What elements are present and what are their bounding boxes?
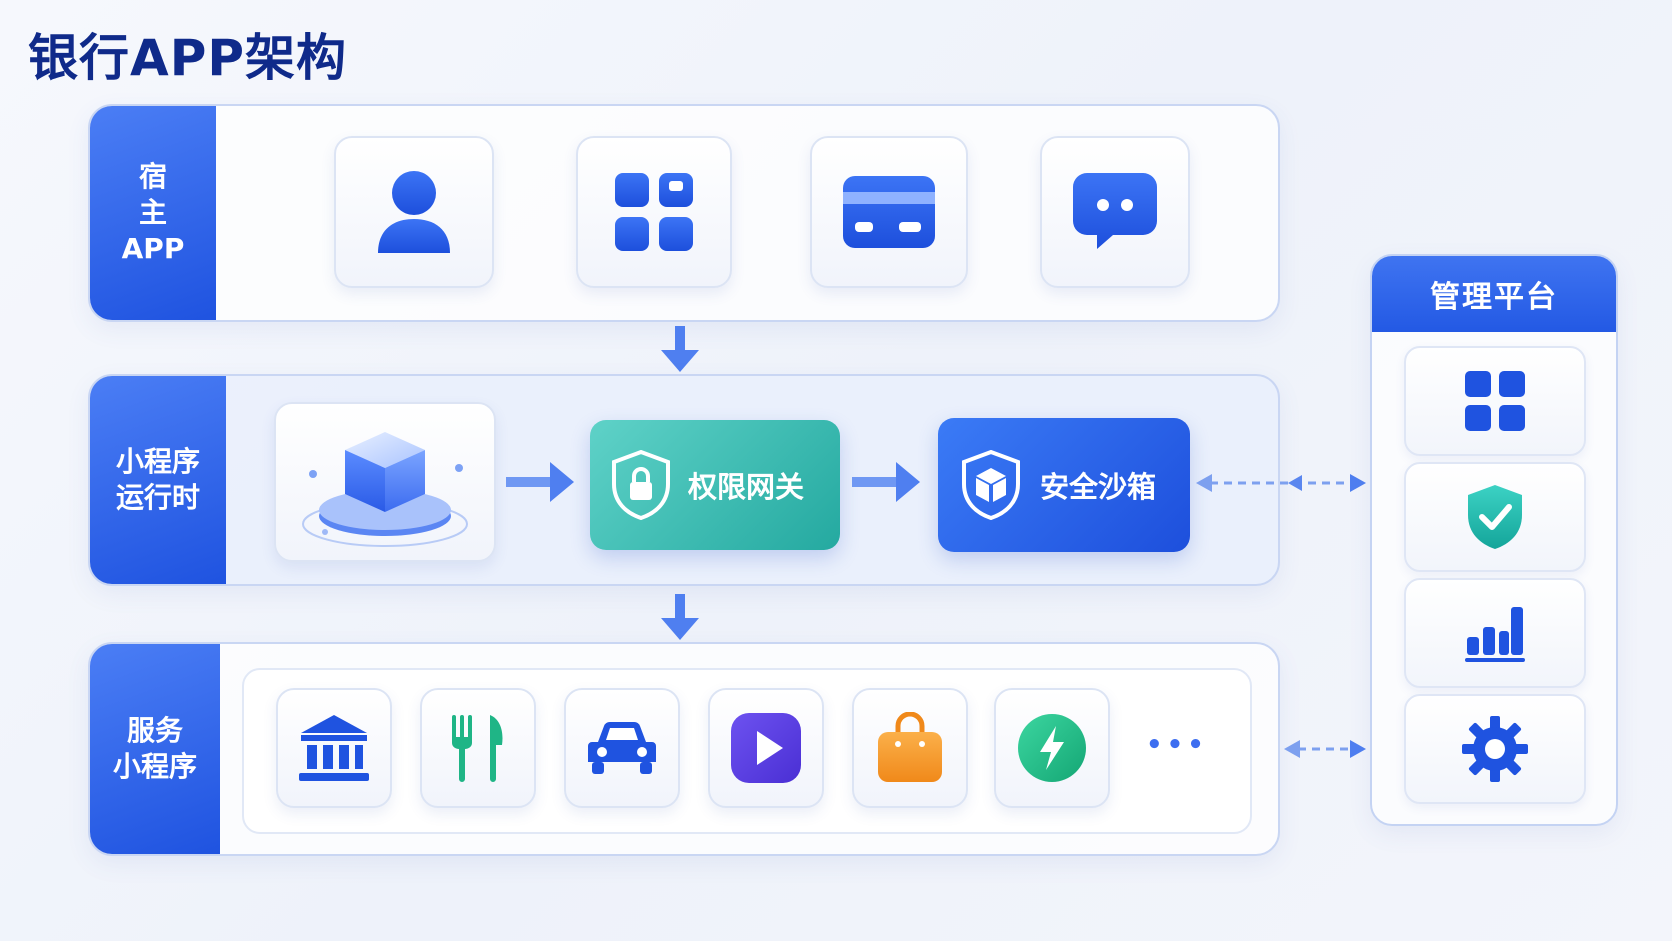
food-tile[interactable]	[420, 688, 536, 808]
car-tile[interactable]	[564, 688, 680, 808]
chat-tile[interactable]	[1040, 136, 1190, 288]
service-tag: 服务 小程序	[90, 644, 220, 854]
page-title: 银行APP架构	[28, 29, 347, 87]
management-title: 管理平台	[1372, 256, 1616, 332]
host-app-tag: 宿 主 APP	[90, 106, 216, 320]
tag-line: APP	[121, 232, 185, 265]
bidirectional-arrow-icon	[1284, 740, 1366, 758]
security-sandbox[interactable]: 安全沙箱	[938, 418, 1190, 552]
mgmt-security-cell[interactable]	[1404, 462, 1586, 572]
tag-line: 宿	[138, 160, 167, 193]
gear-icon	[1462, 716, 1528, 782]
mgmt-apps-cell[interactable]	[1404, 346, 1586, 456]
runtime-engine-tile[interactable]	[274, 402, 496, 562]
user-tile[interactable]	[334, 136, 494, 288]
tag-line: 运行时	[115, 481, 200, 514]
arrow-right-icon	[852, 462, 920, 502]
permission-gateway[interactable]: 权限网关	[590, 420, 840, 550]
tag-line: 小程序	[112, 750, 197, 783]
runtime-layer: 小程序 运行时 权限网关	[88, 374, 1280, 586]
service-layer: 服务 小程序	[88, 642, 1280, 856]
tag-line: 小程序	[115, 445, 200, 478]
shopping-tile[interactable]	[852, 688, 968, 808]
lightning-icon	[1018, 714, 1086, 782]
bank-icon	[299, 715, 369, 781]
car-icon	[588, 721, 656, 774]
apps-grid-icon	[615, 173, 693, 251]
bar-chart-icon	[1465, 607, 1525, 662]
tag-line: 主	[138, 196, 167, 229]
user-icon	[378, 171, 450, 253]
chat-bubble-icon	[1073, 173, 1157, 249]
card-tile[interactable]	[810, 136, 968, 288]
cube-shield-icon	[962, 450, 1020, 520]
cube-platform-icon	[302, 432, 468, 547]
bidirectional-arrow-icon	[1196, 474, 1366, 492]
mgmt-settings-cell[interactable]	[1404, 694, 1586, 804]
arrow-down-icon	[661, 594, 699, 640]
host-app-layer: 宿 主 APP	[88, 104, 1280, 322]
energy-tile[interactable]	[994, 688, 1110, 808]
tag-line: 服务	[126, 714, 183, 747]
management-platform: 管理平台	[1370, 254, 1618, 826]
apps-grid-icon	[1465, 371, 1525, 431]
gateway-label: 权限网关	[688, 470, 805, 504]
video-tile[interactable]	[708, 688, 824, 808]
fork-knife-icon	[452, 715, 503, 782]
more-indicator[interactable]: •••	[1146, 730, 1208, 760]
lock-shield-icon	[612, 450, 670, 520]
bank-tile[interactable]	[276, 688, 392, 808]
play-icon	[731, 713, 801, 783]
credit-card-icon	[843, 176, 935, 248]
mgmt-analytics-cell[interactable]	[1404, 578, 1586, 688]
shield-check-icon	[1468, 485, 1522, 549]
arrow-down-icon	[661, 326, 699, 372]
sandbox-label: 安全沙箱	[1040, 470, 1157, 504]
arrow-right-icon	[506, 462, 574, 502]
runtime-tag: 小程序 运行时	[90, 376, 226, 584]
shopping-bag-icon	[878, 712, 942, 782]
apps-tile[interactable]	[576, 136, 732, 288]
